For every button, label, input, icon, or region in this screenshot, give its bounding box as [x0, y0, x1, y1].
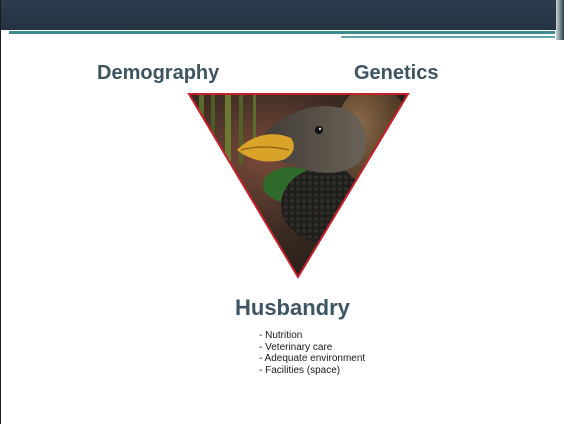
triangle-border	[187, 93, 410, 279]
husbandry-bullet-list: - Nutrition - Veterinary care - Adequate…	[259, 330, 365, 376]
accent-line-secondary	[341, 36, 555, 38]
accent-line	[9, 31, 555, 34]
genetics-label: Genetics	[354, 62, 439, 84]
demography-label: Demography	[97, 62, 220, 84]
bullet-item: - Adequate environment	[259, 353, 366, 364]
header-bar	[1, 0, 564, 30]
husbandry-label: Husbandry	[235, 295, 350, 320]
corner-gradient	[556, 0, 564, 40]
bullet-item: - Facilities (space)	[259, 364, 341, 376]
bullet-item: - Veterinary care	[259, 341, 333, 353]
bullet-item: - Nutrition	[259, 330, 303, 341]
